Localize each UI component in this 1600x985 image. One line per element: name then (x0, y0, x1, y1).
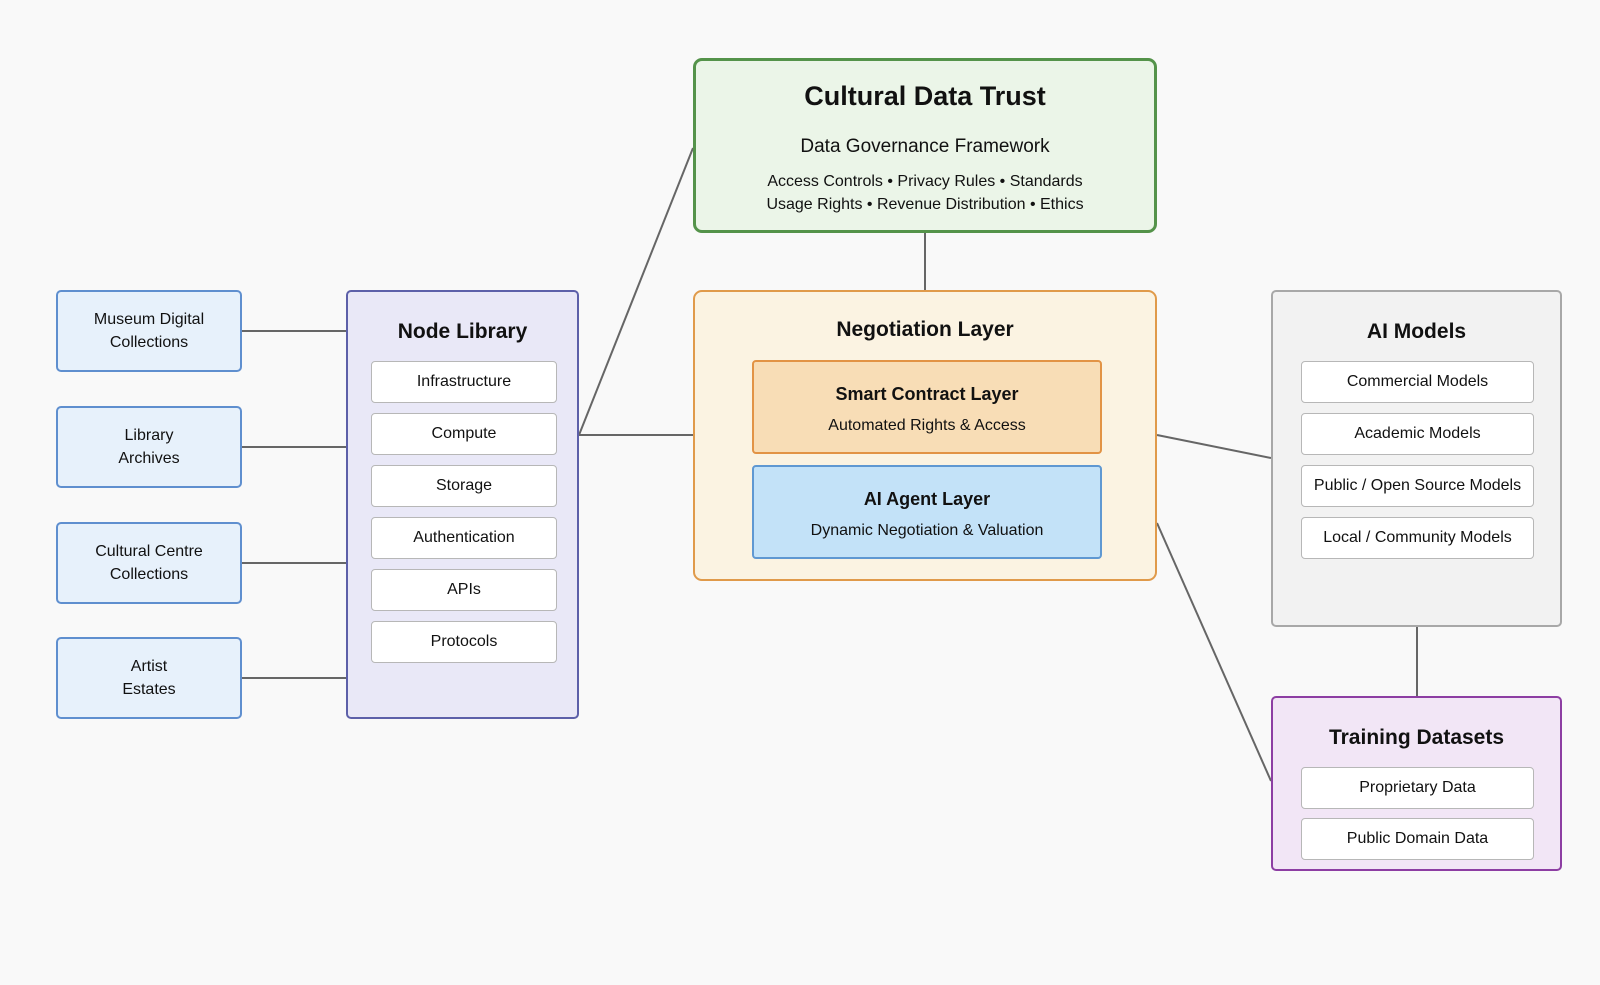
source-artist-estates: Artist Estates (56, 637, 242, 719)
source-label: Library Archives (118, 427, 180, 467)
smart-contract-title: Smart Contract Layer (835, 384, 1019, 404)
source-label: Museum Digital Collections (93, 311, 205, 351)
ai-models-item-academic: Academic Models (1301, 413, 1534, 455)
node-library-item-apis: APIs (371, 569, 557, 611)
source-label: Artist Estates (122, 658, 176, 698)
negotiation-title: Negotiation Layer (836, 318, 1014, 341)
ai-models-item-local-community: Local / Community Models (1301, 517, 1534, 559)
node-library-item-authentication: Authentication (371, 517, 557, 559)
node-library-item-compute: Compute (371, 413, 557, 455)
trust-subtitle: Data Governance Framework (800, 136, 1050, 157)
ai-models-panel: AI Models Commercial Models Academic Mod… (1271, 290, 1562, 627)
training-item-public-domain: Public Domain Data (1301, 818, 1534, 860)
ai-agent-layer: AI Agent Layer Dynamic Negotiation & Val… (752, 465, 1102, 559)
connector-node-library-to-trust (578, 147, 694, 436)
node-library-panel: Node Library Infrastructure Compute Stor… (346, 290, 579, 719)
node-library-item-infrastructure: Infrastructure (371, 361, 557, 403)
ai-agent-title: AI Agent Layer (863, 489, 991, 509)
training-datasets-panel: Training Datasets Proprietary Data Publi… (1271, 696, 1562, 871)
ai-models-item-open-source: Public / Open Source Models (1301, 465, 1534, 507)
negotiation-layer-panel: Negotiation Layer Smart Contract Layer A… (693, 290, 1157, 581)
ai-models-item-commercial: Commercial Models (1301, 361, 1534, 403)
source-cultural-centre-collections: Cultural Centre Collections (56, 522, 242, 604)
training-item-proprietary: Proprietary Data (1301, 767, 1534, 809)
ai-agent-subtitle: Dynamic Negotiation & Valuation (810, 522, 1044, 539)
cultural-data-trust-panel: Cultural Data Trust Data Governance Fram… (693, 58, 1157, 233)
trust-title: Cultural Data Trust (804, 81, 1046, 111)
connector-negotiation-to-ai-models (1156, 434, 1272, 459)
smart-contract-subtitle: Automated Rights & Access (828, 417, 1026, 434)
smart-contract-layer: Smart Contract Layer Automated Rights & … (752, 360, 1102, 454)
trust-governance-line-1: Access Controls • Privacy Rules • Standa… (767, 173, 1083, 190)
source-museum-digital-collections: Museum Digital Collections (56, 290, 242, 372)
source-label: Cultural Centre Collections (95, 543, 203, 583)
training-title: Training Datasets (1328, 726, 1505, 749)
connector-negotiation-to-training (1156, 522, 1272, 782)
ai-models-title: AI Models (1366, 320, 1467, 343)
node-library-item-storage: Storage (371, 465, 557, 507)
node-library-item-protocols: Protocols (371, 621, 557, 663)
trust-governance-line-2: Usage Rights • Revenue Distribution • Et… (766, 196, 1084, 213)
node-library-title: Node Library (397, 320, 528, 343)
source-library-archives: Library Archives (56, 406, 242, 488)
